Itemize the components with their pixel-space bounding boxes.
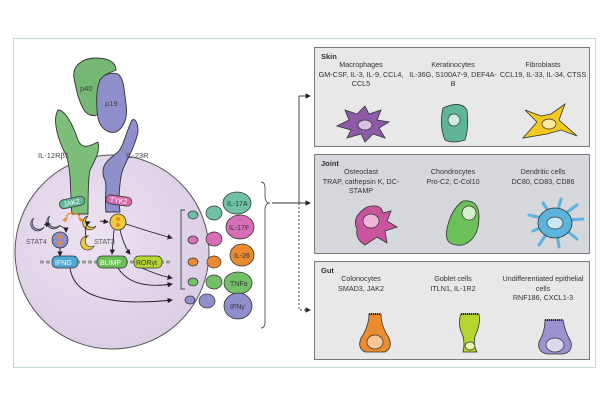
cell-markers: GM-CSF, IL-3, IL-9, CCL4, CCL5 xyxy=(318,69,404,89)
cell-name: Macrophages xyxy=(339,60,383,69)
gut-undifferentiated-label: Undifferentiated epithelial cells RNF186… xyxy=(499,274,587,303)
cell-name: Chondrocytes xyxy=(430,167,476,176)
skin-cells xyxy=(335,102,578,143)
skin-macrophages-label: Macrophages GM-CSF, IL-3, IL-9, CCL4, CC… xyxy=(317,60,405,89)
gut-cells xyxy=(359,313,572,355)
cell-markers: IL-36G, S100A7-9, DEF4A-B xyxy=(409,69,497,89)
joint-dendritic-label: Dendritic cells DC80, CD83, CD86 xyxy=(499,167,587,186)
connector-to-gut xyxy=(298,203,311,313)
gut-colonocytes-label: Colonocytes SMAD3, JAK2 xyxy=(317,274,405,293)
cell-markers: RNF186, CXCL1-3 xyxy=(512,293,574,303)
cytokine-il17f xyxy=(225,214,255,240)
cytokine-brace xyxy=(260,181,271,329)
cell-name: Colonocytes xyxy=(341,274,381,283)
cell-name: Keratinocytes xyxy=(431,60,475,69)
panel-joint: Joint Osteoclast TRAP, cathepsin K, DC-S… xyxy=(314,154,590,254)
secretion-bracket xyxy=(180,209,185,290)
gut-goblet-label: Goblet cells ITLN1, IL-1R2 xyxy=(409,274,497,293)
figure-frame xyxy=(13,38,596,368)
cytokine-il26-label: IL-26 xyxy=(234,253,250,260)
cytokine-il26 xyxy=(229,243,255,267)
dendritic-cell xyxy=(527,197,585,249)
stat3-label: STAT3 xyxy=(94,239,115,246)
il12rb1-receptor xyxy=(55,109,99,215)
p40-label: p40 xyxy=(80,84,93,93)
cell-name: Goblet cells xyxy=(434,274,472,283)
cytokine-il17a xyxy=(222,191,252,215)
cell-markers: ITLN1, IL-1R2 xyxy=(430,283,476,293)
cytokine-ifng-label: IFNγ xyxy=(230,304,245,311)
cytokine-il17a-label: IL-17A xyxy=(227,201,248,208)
il23r-label: IL-23R xyxy=(126,151,149,160)
cell-markers: TRAP, cathepsin K, DC-STAMP xyxy=(322,176,400,196)
cytokine-tnfa-label: TNFα xyxy=(230,281,248,288)
il12rb1-label: IL-12Rβ1 xyxy=(38,151,69,160)
stat3-dimer xyxy=(109,213,127,231)
phosphorylation-arrow xyxy=(65,212,81,217)
panel-gut: Gut Colonocytes SMAD3, JAK2 Goblet cells… xyxy=(314,261,590,360)
cytokine-ifng xyxy=(223,292,253,320)
panel-skin: Skin Macrophages GM-CSF, IL-3, IL-9, CCL… xyxy=(314,47,590,147)
joint-chondrocytes-label: Chondrocytes Pro-C2, C-Col10 xyxy=(409,167,497,186)
skin-fibroblasts-label: Fibroblasts CCL19, IL-33, IL-34, CTSS xyxy=(499,60,587,79)
gene-blimp-label: BLIMP xyxy=(100,260,121,267)
stat4-dimer xyxy=(51,231,69,249)
gene-blimp xyxy=(96,255,128,269)
cell-markers: SMAD3, JAK2 xyxy=(338,283,384,293)
cytokine-il17f-label: IL-17F xyxy=(229,225,249,232)
cell-markers: CCL19, IL-33, IL-34, CTSS xyxy=(499,69,587,79)
cell-name: Osteoclast xyxy=(344,167,378,176)
stat4-label: STAT4 xyxy=(26,239,47,246)
tyk2-kinase xyxy=(105,194,133,207)
skin-keratinocytes-label: Keratinocytes IL-36G, S100A7-9, DEF4A-B xyxy=(409,60,497,89)
jak2-kinase xyxy=(58,195,86,210)
jak2-label: JAK2 xyxy=(63,198,81,208)
cell-name: Fibroblasts xyxy=(525,60,561,69)
joint-osteoclast-label: Osteoclast TRAP, cathepsin K, DC-STAMP xyxy=(317,167,405,196)
p19-subunit xyxy=(96,72,127,133)
cell-name: Undifferentiated epithelial cells xyxy=(502,274,584,293)
p19-label: p19 xyxy=(105,99,118,108)
chondrocyte-cell xyxy=(445,200,480,246)
panel-skin-title: Skin xyxy=(321,52,337,61)
cell-name: Dendritic cells xyxy=(520,167,566,176)
gene-ifng xyxy=(51,255,79,269)
stat4-monomer xyxy=(30,217,45,232)
panel-gut-title: Gut xyxy=(321,266,334,275)
stat3-monomer xyxy=(80,235,95,251)
goblet-cell xyxy=(459,313,480,353)
il23r-receptor xyxy=(102,119,139,213)
joint-cells xyxy=(354,197,585,249)
cell-markers: DC80, CD83, CD86 xyxy=(511,176,575,186)
gene-ifng-label: IFNG xyxy=(55,260,72,267)
gene-rorgt xyxy=(133,255,163,269)
panel-joint-title: Joint xyxy=(321,159,339,168)
gene-rorgt-label: RORγt xyxy=(136,260,157,267)
cell-markers: Pro-C2, C-Col10 xyxy=(426,176,480,186)
tyk2-label: TYK2 xyxy=(109,197,127,206)
